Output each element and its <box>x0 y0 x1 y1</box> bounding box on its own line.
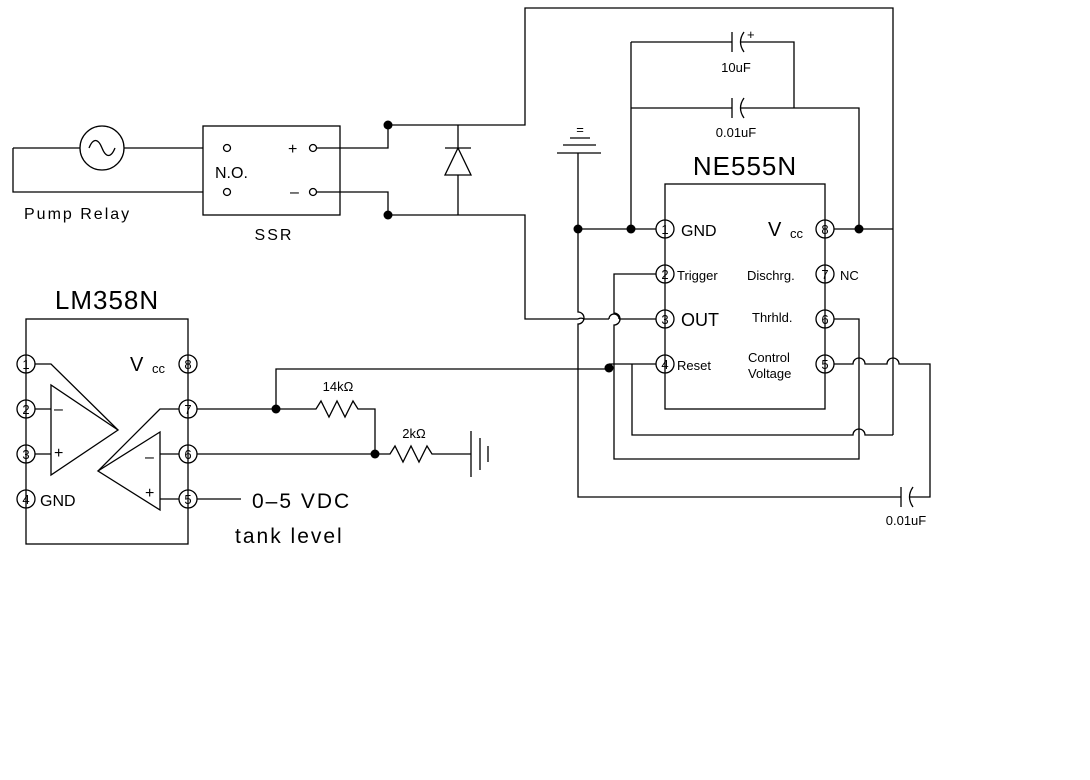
r-14k-label: 14kΩ <box>323 379 354 394</box>
opamp-b-plus: + <box>145 485 154 502</box>
capacitor-0.01uf-top: 0.01uF <box>631 97 860 229</box>
tank-level-label: tank level <box>235 525 344 548</box>
junction-dot <box>604 363 614 373</box>
cap-10uf-label: 10uF <box>721 60 751 75</box>
capacitor-icon <box>908 486 914 508</box>
pin-number: 5 <box>821 357 828 372</box>
opamp-a-minus: – <box>54 401 63 418</box>
ssr-terminal <box>308 187 318 197</box>
pump-relay-label: Pump Relay <box>24 206 131 223</box>
ssr-minus-label: – <box>290 184 299 201</box>
lm358-vcc-sub: cc <box>152 361 166 376</box>
pin-number: 2 <box>661 267 668 282</box>
lm358-vcc-label: V <box>130 354 144 376</box>
pin-number: 7 <box>821 267 828 282</box>
resistor-14k-icon <box>197 399 376 454</box>
capacitor-0.01uf-control: 0.01uF <box>886 486 927 528</box>
resistor-2k-icon <box>197 444 471 464</box>
pin-number: 3 <box>22 447 29 462</box>
ne555-vcc-label: V <box>768 219 782 241</box>
ssr-contact-label: N.O. <box>215 165 248 182</box>
pin-number: 4 <box>661 357 668 372</box>
lm358-chip: LM358N 1 2 3 4 GND 8 V cc 7 6 5 – + – + <box>16 285 198 545</box>
ne555-chip: NE555N 1 GND 2 Trigger 3 OUT 4 Reset 8 V… <box>655 151 859 410</box>
ne555-voltage-label: Voltage <box>748 366 791 381</box>
ssr-terminal <box>222 187 232 197</box>
ssr-body <box>202 125 341 216</box>
ssr-plus-label: + <box>288 141 297 158</box>
opamp-a-plus: + <box>54 445 63 462</box>
ne555-threshold-label: Thrhld. <box>752 310 792 325</box>
capacitor-icon <box>739 97 745 119</box>
ssr-label: SSR <box>255 227 294 244</box>
lm358-title: LM358N <box>55 285 159 315</box>
pin-number: 2 <box>22 402 29 417</box>
ne555-vcc-sub: cc <box>790 226 804 241</box>
pump-relay-circuit: Pump Relay <box>12 125 203 223</box>
junction-dot <box>854 224 864 234</box>
pin-number: 6 <box>821 312 828 327</box>
pin-number: 6 <box>184 447 191 462</box>
sine-wave-icon <box>88 139 116 157</box>
junction-dot <box>626 224 636 234</box>
ne555-discharge-label: Dischrg. <box>747 268 795 283</box>
ground-sign: = <box>576 122 584 137</box>
junction-dot <box>383 210 393 220</box>
pin-number: 8 <box>184 357 191 372</box>
ssr-terminal <box>222 143 232 153</box>
junction-dot <box>383 120 393 130</box>
pin-number: 4 <box>22 492 29 507</box>
ne555-nc-label: NC <box>840 268 859 283</box>
cap-0.01uf-top-label: 0.01uF <box>716 125 757 140</box>
lm358-pin-4 <box>16 489 36 509</box>
ssr-output-wiring <box>317 7 894 435</box>
lm358-pin-8 <box>178 354 198 374</box>
r-2k-label: 2kΩ <box>402 426 426 441</box>
pin-number: 1 <box>661 222 668 237</box>
cap-control-label: 0.01uF <box>886 513 927 528</box>
input-voltage-label: 0–5 VDC <box>252 490 351 513</box>
ne555-wiring <box>573 224 931 498</box>
ne555-reset-label: Reset <box>677 358 711 373</box>
ssr-terminal <box>308 143 318 153</box>
ac-source-icon <box>79 125 125 171</box>
opamp-b-icon <box>96 430 161 512</box>
ne555-control-label: Control <box>748 350 790 365</box>
pin-number: 5 <box>184 492 191 507</box>
opamp-b-minus: – <box>145 449 154 466</box>
polarized-capacitor-icon <box>739 31 745 53</box>
junction-dot <box>271 404 281 414</box>
ground-icon <box>470 431 489 477</box>
ne555-out-label: OUT <box>681 310 719 330</box>
junction-dot <box>370 449 380 459</box>
junction-dot <box>573 224 583 234</box>
pin-number: 3 <box>661 312 668 327</box>
cap-10uf-polarity: + <box>747 27 755 42</box>
ne555-gnd-label: GND <box>681 223 717 240</box>
lm358-body <box>25 318 189 545</box>
ne555-trigger-label: Trigger <box>677 268 718 283</box>
ssr-block: N.O. + – SSR <box>202 125 341 244</box>
pin-number: 1 <box>22 357 29 372</box>
capacitor-10uf: + 10uF <box>631 27 795 108</box>
diode-icon <box>443 146 473 176</box>
ne555-body <box>664 183 826 410</box>
lm358-gnd-label: GND <box>40 493 76 510</box>
ne555-pin-7 <box>815 264 835 284</box>
ne555-title: NE555N <box>693 151 797 181</box>
opamp-a-icon <box>50 383 120 477</box>
pin-number: 8 <box>821 222 828 237</box>
pin-number: 7 <box>184 402 191 417</box>
lm358-feedback: 14kΩ 2kΩ 0–5 VDC tank level <box>197 368 609 548</box>
